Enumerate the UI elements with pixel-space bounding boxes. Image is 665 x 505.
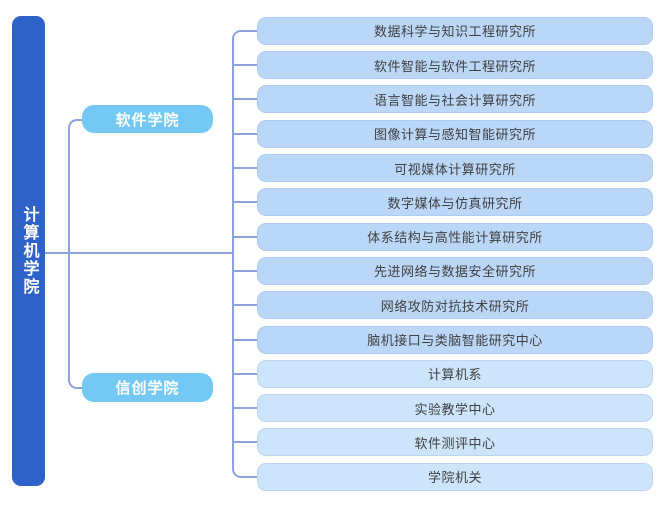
connector-stub (232, 235, 257, 238)
connector-trunk (232, 30, 257, 478)
connector-stub (232, 441, 257, 444)
org-item: 先进网络与数据安全研究所 (257, 256, 653, 285)
connector-root-to-trunk (45, 252, 233, 254)
connector-stub (232, 269, 257, 272)
node-xinchuang-college: 信创学院 (82, 373, 213, 402)
connector-stub (232, 372, 257, 375)
node-computer-college-label: 计算机学院 (20, 206, 38, 296)
node-software-college: 软件学院 (82, 105, 213, 133)
node-computer-college: 计算机学院 (12, 16, 45, 486)
org-item: 计算机系 (257, 359, 653, 388)
org-item: 实验教学中心 (257, 394, 653, 423)
connector-stub (232, 132, 257, 135)
org-item: 软件智能与软件工程研究所 (257, 51, 653, 80)
org-item: 语言智能与社会计算研究所 (257, 85, 653, 114)
org-item: 可视媒体计算研究所 (257, 154, 653, 182)
org-item: 脑机接口与类脑智能研究中心 (257, 325, 653, 354)
connector-stub (232, 201, 257, 204)
connector-branch-elbow (68, 119, 82, 389)
connector-stub (232, 338, 257, 341)
connector-stub (232, 98, 257, 101)
org-item: 学院机关 (257, 462, 653, 491)
org-item: 图像计算与感知智能研究所 (257, 119, 653, 148)
connector-stub (232, 304, 257, 307)
org-item: 数据科学与知识工程研究所 (257, 16, 653, 45)
org-item: 体系结构与高性能计算研究所 (257, 222, 653, 251)
connector-stub (232, 167, 257, 169)
org-item: 数字媒体与仿真研究所 (257, 188, 653, 217)
connector-stub (232, 407, 257, 410)
connector-stub (240, 29, 257, 32)
connector-stub (240, 475, 257, 478)
org-item: 软件测评中心 (257, 428, 653, 457)
org-item: 网络攻防对抗技术研究所 (257, 291, 653, 320)
connector-stub (232, 64, 257, 67)
